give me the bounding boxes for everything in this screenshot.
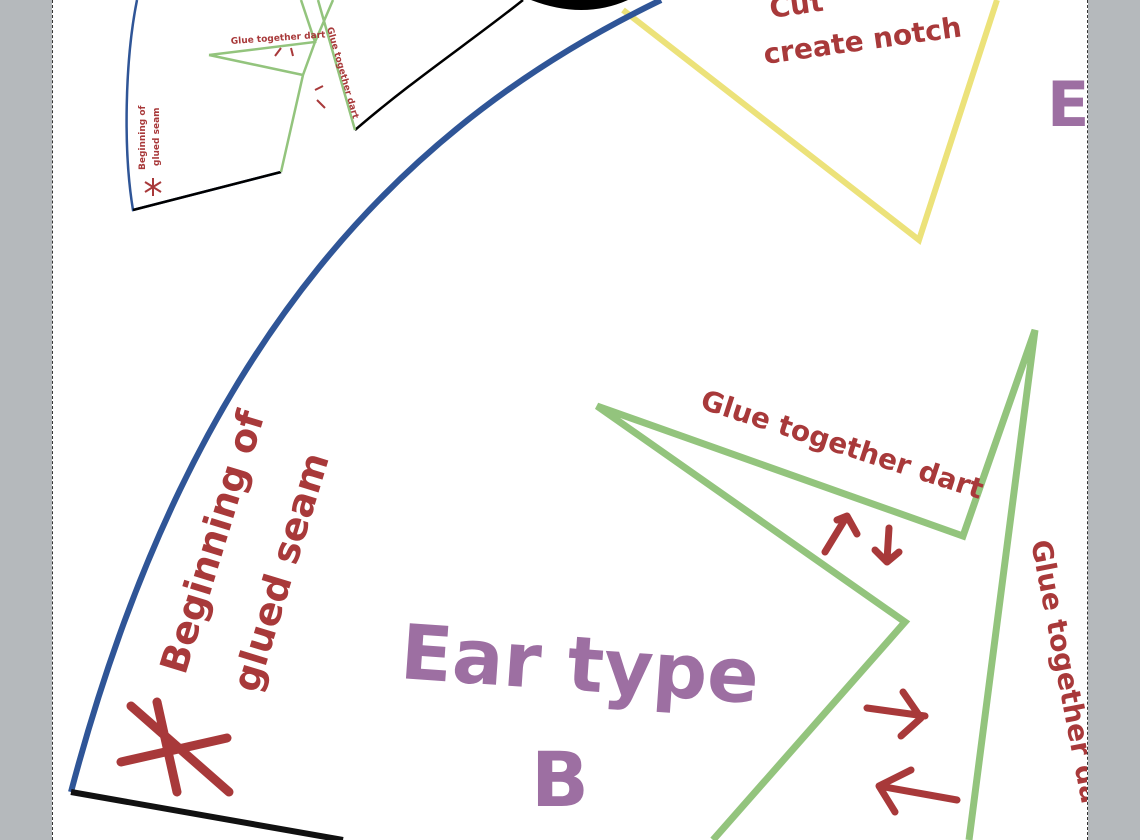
yellow-pattern-piece: Cut create notch xyxy=(621,0,1000,245)
yellow-notch-outline xyxy=(621,0,1000,245)
yellow-label-line1: Cut xyxy=(767,0,825,25)
edge-letter: E xyxy=(1047,68,1088,141)
main-dart-outline xyxy=(594,328,1039,840)
small-asterisk-icon xyxy=(144,178,162,196)
main-seam-edge xyxy=(68,0,663,793)
small-piece-outline xyxy=(125,0,282,212)
main-dart-label-1: Glue together dart xyxy=(697,383,988,506)
main-dart-label-2: Glue together da xyxy=(1024,537,1088,806)
small-piece-bottom-edge xyxy=(132,170,282,212)
small-pattern-piece: Glue together dart Glue together dart Be… xyxy=(125,0,524,212)
small-arrows-icon xyxy=(274,47,326,109)
pattern-canvas: Glue together dart Glue together dart Be… xyxy=(68,0,1088,840)
pattern-page: Glue together dart Glue together dart Be… xyxy=(52,0,1088,840)
small-seam-label-line1: Beginning of xyxy=(138,105,148,170)
small-dart-label-1: Glue together dart xyxy=(231,30,327,47)
main-asterisk-icon xyxy=(116,697,234,797)
small-piece-right-edge xyxy=(354,0,524,131)
main-arrows-icon xyxy=(821,512,961,816)
small-dart-label-2: Glue together dart xyxy=(324,26,360,121)
small-seam-label-line2: glued seam xyxy=(152,107,162,166)
main-pattern-piece: Glue together dart Glue together da Begi… xyxy=(68,0,1088,840)
black-blob-shape xyxy=(531,0,628,10)
main-title-line1: Ear type xyxy=(398,607,762,721)
main-title-line2: B xyxy=(531,735,589,824)
main-bottom-edge xyxy=(70,789,344,840)
small-piece-dart-outline xyxy=(208,0,357,173)
